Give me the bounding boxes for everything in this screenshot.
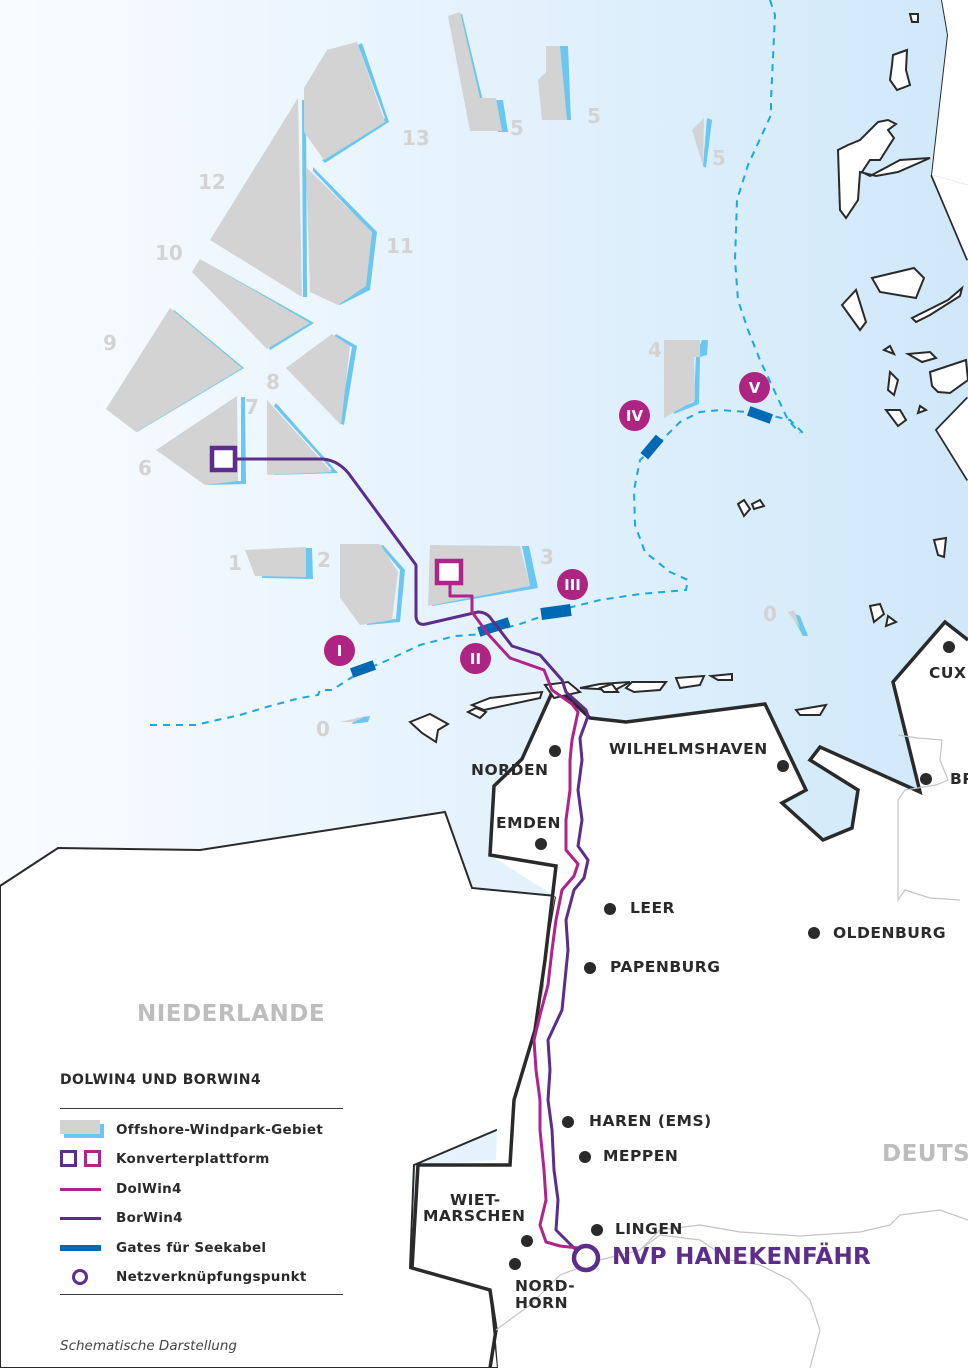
zone-label-5a: 5 [510, 116, 524, 140]
state-border-east [639, 1209, 968, 1251]
legend-divider-bottom [60, 1294, 343, 1295]
converter-platform-borwin4 [209, 445, 238, 473]
gate-badge-v: V [739, 372, 770, 403]
zone-label-5c: 5 [712, 146, 726, 170]
dolwin4-line-icon [60, 1179, 116, 1199]
zone-label-0a: 0 [316, 717, 330, 741]
zone-label-12: 12 [198, 170, 226, 194]
border-nl-de [410, 1029, 537, 1368]
zone-label-3: 3 [540, 545, 554, 569]
grid-connection-point-legend-icon [60, 1267, 116, 1287]
country-label-netherlands: NIEDERLANDE [137, 1001, 326, 1027]
windpark-area-icon [60, 1119, 116, 1140]
converter-platform-icon [60, 1149, 116, 1169]
islands [408, 13, 968, 744]
zone-label-2: 2 [317, 548, 331, 572]
state-border-bremen [897, 734, 961, 902]
city-dots [509, 641, 955, 1270]
coastline-ostfriesland [553, 619, 968, 843]
legend-item-grid-point: Netzverknüpfungspunkt [60, 1263, 343, 1293]
converter-platform-dolwin4 [434, 558, 464, 586]
zone-label-1: 1 [228, 551, 242, 575]
city-label-bremerhaven: BR [950, 770, 968, 788]
footnote: Schematische Darstellung [60, 1338, 237, 1354]
city-label-nordhorn-1: NORD- [515, 1277, 576, 1295]
zone-label-7: 7 [245, 395, 259, 419]
cable-corridors [150, 0, 807, 726]
zone-label-6: 6 [138, 456, 152, 480]
city-label-wietmarschen-1: WIET- [450, 1191, 501, 1209]
city-label-papenburg: PAPENBURG [610, 958, 721, 976]
zone-label-13: 13 [402, 126, 430, 150]
borwin4-route [232, 457, 591, 1258]
legend-item-gates: Gates für Seekabel [60, 1233, 343, 1263]
gate-badge-ii: II [460, 643, 491, 674]
legend-item-borwin4: BorWin4 [60, 1204, 343, 1234]
legend-divider [60, 1108, 343, 1109]
gate-badge-iii: III [557, 569, 588, 600]
gate-badge-iv: IV [619, 400, 650, 431]
legend-item-dolwin4: DolWin4 [60, 1174, 343, 1204]
city-label-haren: HAREN (EMS) [589, 1112, 712, 1130]
zone-label-4: 4 [648, 338, 662, 362]
borwin4-line-icon [60, 1208, 116, 1228]
germany-land [414, 622, 968, 1368]
grid-connection-point-icon [571, 1243, 601, 1273]
zone-label-11: 11 [386, 234, 414, 258]
legend-item-converter: Konverterplattform [60, 1145, 343, 1175]
legend: DOLWIN4 UND BORWIN4 Offshore-Windpark-Ge… [60, 1072, 343, 1295]
city-label-norden: NORDEN [471, 761, 549, 779]
zone-label-9: 9 [103, 331, 117, 355]
zone-label-10: 10 [155, 241, 183, 265]
zone-label-8: 8 [266, 370, 280, 394]
zone-label-0b: 0 [763, 602, 777, 626]
cable-gate-icon [60, 1238, 116, 1258]
state-border-south [495, 1234, 821, 1368]
legend-item-windpark: Offshore-Windpark-Gebiet [60, 1115, 343, 1145]
city-label-leer: LEER [630, 899, 675, 917]
city-label-emden: EMDEN [496, 814, 561, 832]
city-label-nordhorn-2: HORN [515, 1294, 569, 1312]
city-label-wietmarschen-2: MARSCHEN [423, 1207, 526, 1225]
gate-badge-i: I [324, 635, 355, 666]
legend-title: DOLWIN4 UND BORWIN4 [60, 1072, 261, 1088]
grid-point-label: NVP HANEKENFÄHR [612, 1244, 872, 1270]
country-label-germany: DEUTS [882, 1141, 968, 1167]
dolwin4-route [448, 583, 580, 1250]
city-label-wilhelmshaven: WILHELMSHAVEN [609, 740, 768, 758]
zone-label-5b: 5 [587, 104, 601, 128]
city-label-lingen: LINGEN [615, 1220, 683, 1238]
city-label-meppen: MEPPEN [603, 1147, 679, 1165]
city-label-cuxhaven: CUX [929, 664, 967, 682]
city-label-oldenburg: OLDENBURG [833, 924, 947, 942]
coastline-dollart [488, 685, 558, 1031]
